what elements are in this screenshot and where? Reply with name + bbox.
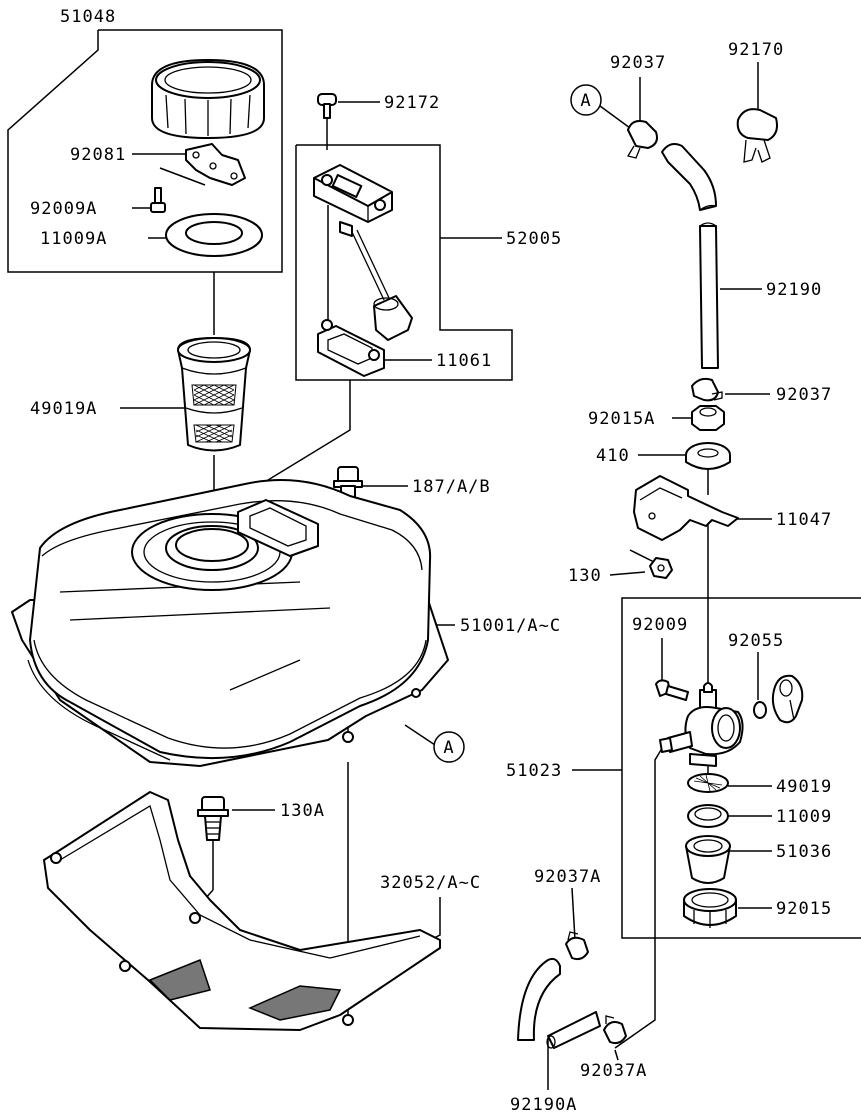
label-11009: 11009 <box>776 807 832 827</box>
label-92037A-lower: 92037A <box>580 1061 647 1081</box>
label-92009: 92009 <box>632 615 688 635</box>
gasket-11009A <box>165 213 263 257</box>
label-92037A-upper: 92037A <box>534 867 601 887</box>
label-49019A: 49019A <box>30 399 97 419</box>
fuel-cock-knob <box>771 674 804 724</box>
label-92015: 92015 <box>776 899 832 919</box>
label-11047: 11047 <box>776 510 832 530</box>
screw-92009A <box>150 187 166 213</box>
nut-92015A <box>691 405 725 431</box>
label-92190A: 92190A <box>510 1095 577 1115</box>
label-49019: 49019 <box>776 777 832 797</box>
bracket-11047 <box>633 475 739 541</box>
washer-410 <box>685 442 731 470</box>
label-92170: 92170 <box>728 40 784 60</box>
label-51023: 51023 <box>506 761 562 781</box>
fuel-cock-51023 <box>659 682 744 767</box>
ring-nut-92015 <box>683 888 737 928</box>
reference-letter-a-top: A <box>580 91 591 111</box>
strainer-49019A <box>177 337 251 452</box>
hose-clamp-92037-top <box>626 120 658 159</box>
label-51001: 51001/A~C <box>460 616 561 636</box>
label-32052: 32052/A~C <box>380 873 481 893</box>
label-92037-mid: 92037 <box>776 385 832 405</box>
label-130: 130 <box>568 566 602 586</box>
fuel-gauge-52005 <box>313 164 413 341</box>
label-51048: 51048 <box>60 7 116 27</box>
label-11061: 11061 <box>436 351 492 371</box>
label-130A: 130A <box>280 801 325 821</box>
tank-cap-51048 <box>151 59 265 139</box>
label-51036: 51036 <box>776 842 832 862</box>
label-92055: 92055 <box>728 631 784 651</box>
gasket-11061 <box>317 319 385 377</box>
label-187-a-b: 187/A/B <box>412 477 491 497</box>
bolt-130 <box>649 557 673 579</box>
reference-letter-a-bottom: A <box>443 738 454 758</box>
label-52005: 52005 <box>506 229 562 249</box>
label-92015A: 92015A <box>588 409 655 429</box>
label-92009A: 92009A <box>30 199 97 219</box>
part-labels: 51048 92081 92009A 11009A 49019A 92172 5… <box>30 7 832 1115</box>
sediment-cup-51036 <box>685 835 731 884</box>
label-410: 410 <box>596 446 630 466</box>
hose-clamp-92037A-upper <box>565 931 589 961</box>
filter-screen-49019 <box>687 773 729 793</box>
hose-clamp-92037-mid <box>691 377 723 402</box>
clip-92170 <box>736 108 778 163</box>
fuel-hose-92190A <box>517 957 601 1049</box>
label-11009A: 11009A <box>40 229 107 249</box>
hose-clamp-92037A-lower <box>603 1015 627 1045</box>
reference-callout-a-top: A <box>570 84 602 116</box>
plate-92081 <box>185 143 246 186</box>
label-92190: 92190 <box>766 280 822 300</box>
label-92037-top: 92037 <box>610 53 666 73</box>
fuel-tank-51001 <box>11 479 449 767</box>
screw-92009 <box>655 679 689 701</box>
bolt-130A <box>197 796 229 841</box>
label-92172: 92172 <box>384 93 440 113</box>
o-ring-92055 <box>753 701 767 719</box>
fuel-hose-92190 <box>661 143 719 369</box>
gasket-11009 <box>687 804 729 828</box>
label-92081: 92081 <box>70 145 126 165</box>
heat-shield-32052 <box>43 791 441 1031</box>
screw-92172 <box>317 93 337 119</box>
reference-callout-a-bottom: A <box>433 731 465 763</box>
